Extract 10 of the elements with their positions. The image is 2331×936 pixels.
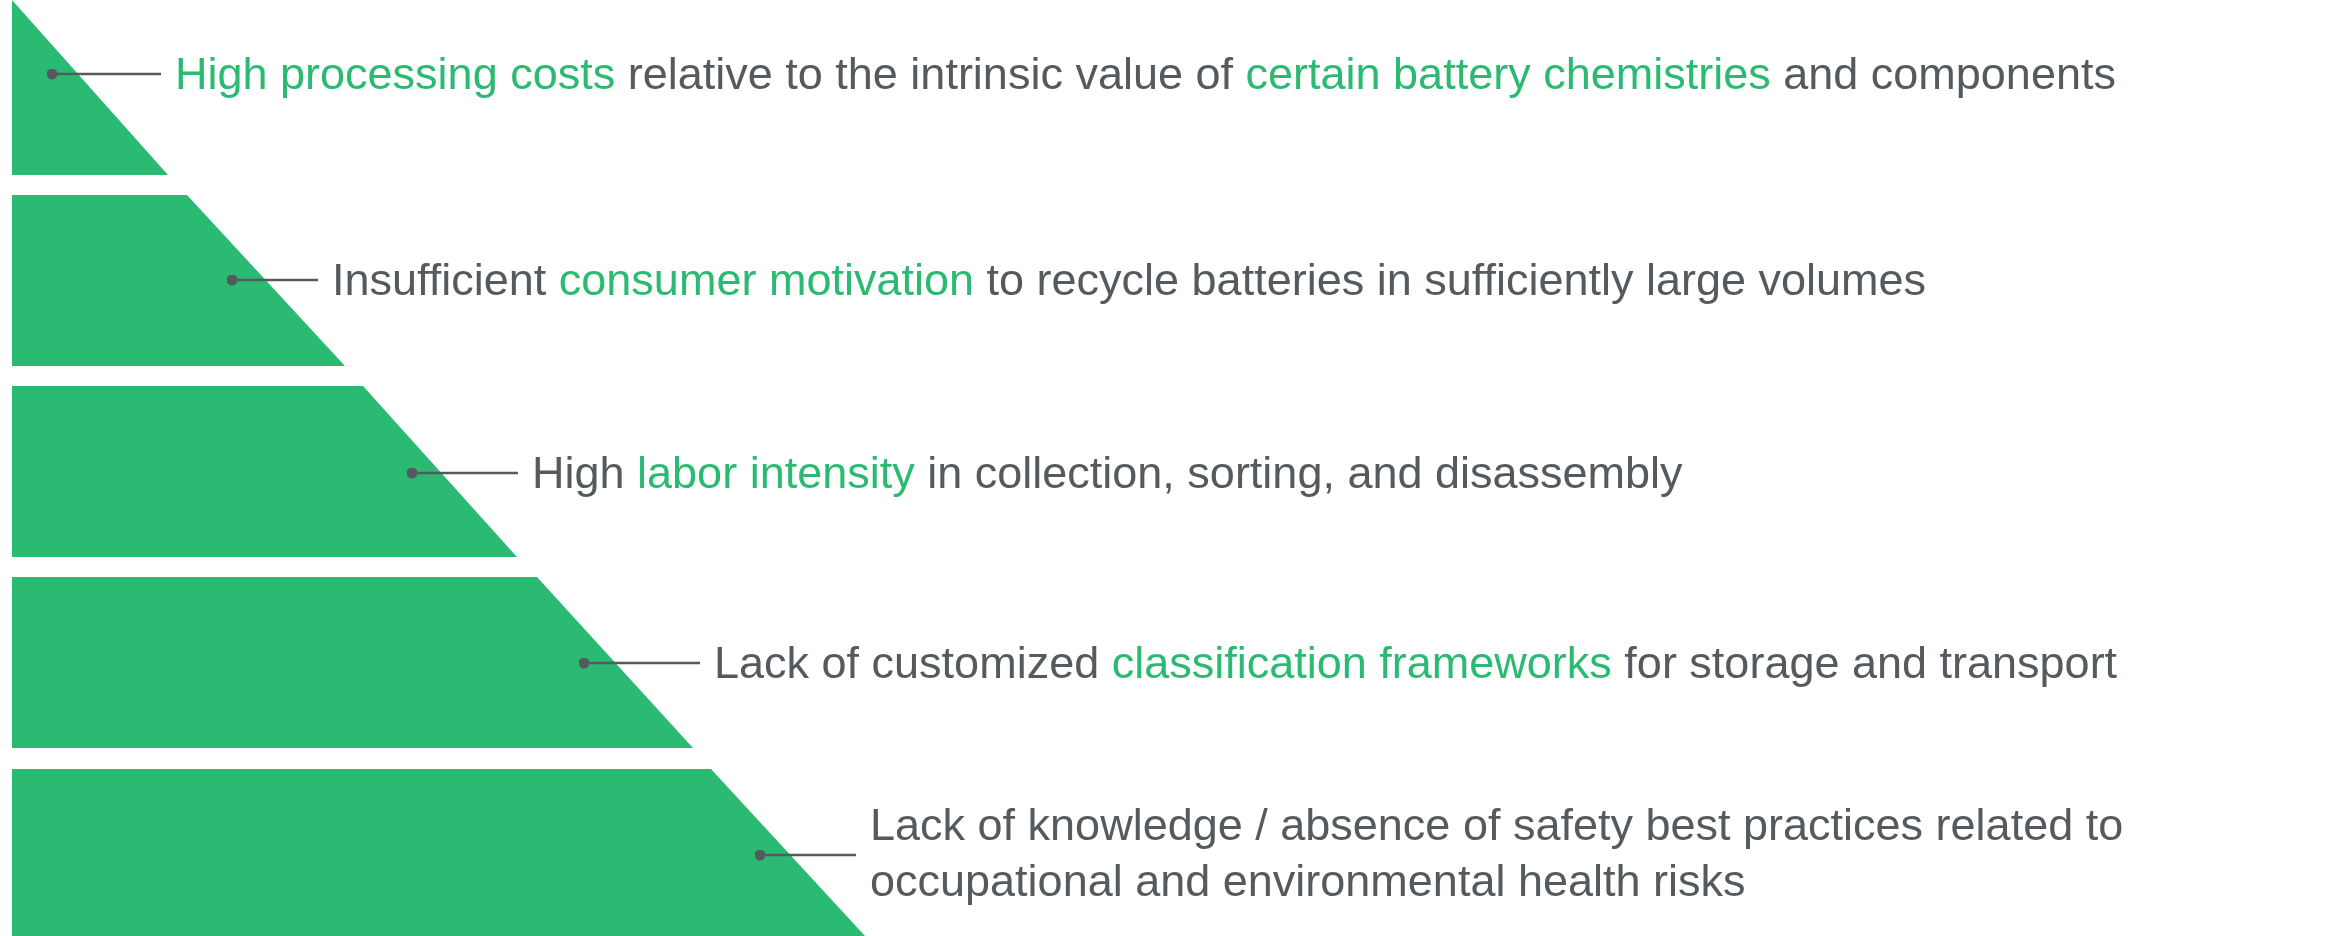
- tier-description: Insufficient consumer motivation to recycle batteries in sufficiently large volumes: [332, 252, 1927, 308]
- tier-description: High labor intensity in collection, sorting, and disassembly: [532, 445, 1683, 501]
- leader-line: [406, 467, 518, 479]
- leader-line: [578, 657, 700, 669]
- tier-description: Lack of customized classification frameworks for storage and transport: [714, 635, 2118, 691]
- leader-line: [226, 274, 318, 286]
- leader-line: [754, 849, 856, 861]
- tier-description: Lack of knowledge / absence of safety best practices related to occupational and environmental health risks: [870, 797, 2230, 909]
- leader-line: [46, 68, 161, 80]
- tier-description: High processing costs relative to the intrinsic value of certain battery chemistries and components: [175, 46, 2116, 102]
